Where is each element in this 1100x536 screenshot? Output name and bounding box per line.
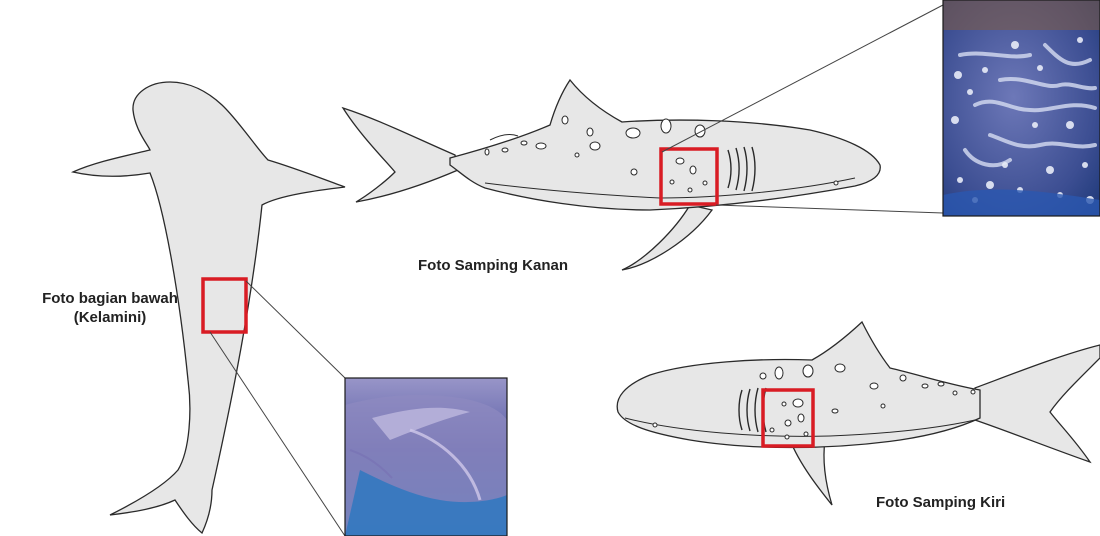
underside-photo-label: Foto bagian bawah (Kelamini) [10,289,210,327]
underside-label-line2: (Kelamini) [10,308,210,327]
underside-label-line1: Foto bagian bawah [10,289,210,308]
right-side-photo-label: Foto Samping Kanan [418,256,568,275]
connector-lines [210,5,943,536]
right-shark-tail [343,108,458,202]
right-shark-pectoral-fin [622,205,712,270]
left-side-shark [617,322,1100,505]
spot-pattern-photo [943,0,1100,216]
left-shark-tail [975,345,1100,462]
right-shark-body [450,80,880,210]
underside-photo [345,378,507,536]
left-shark-pectoral-fin [790,440,832,505]
left-side-photo-label: Foto Samping Kiri [876,493,1005,512]
right-side-shark [343,80,880,270]
